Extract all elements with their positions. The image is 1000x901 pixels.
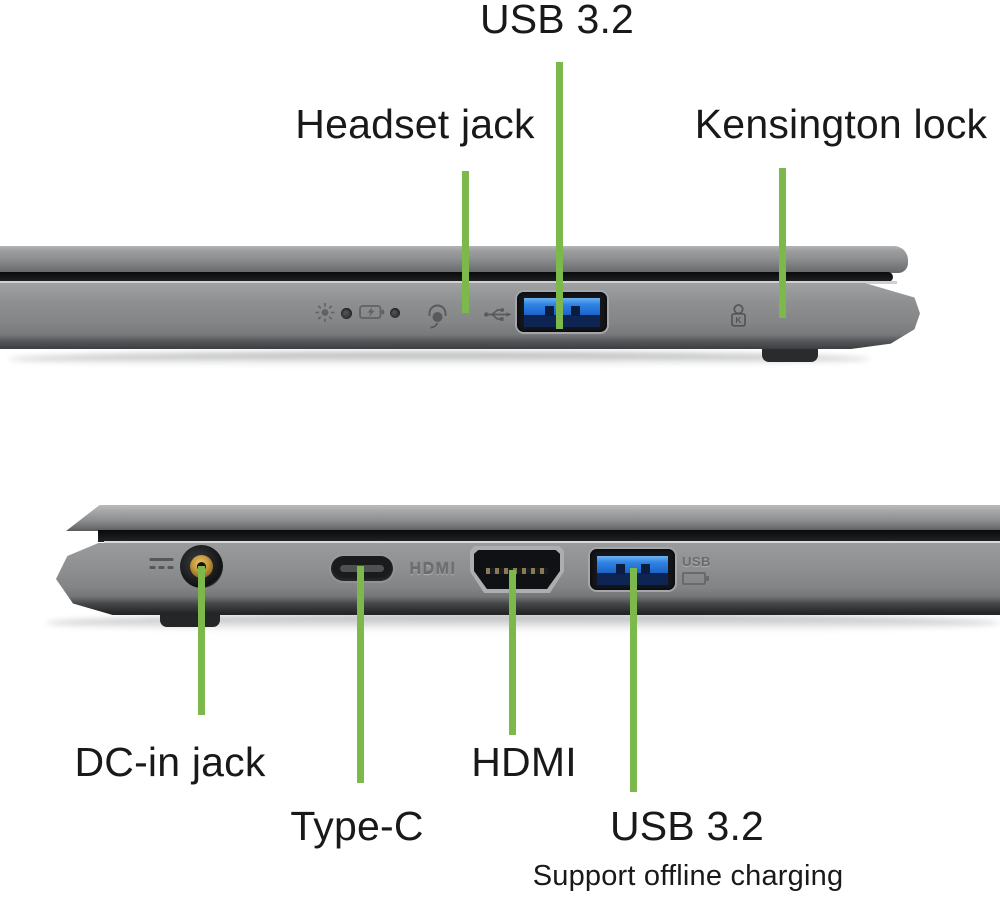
usb-3-2-bottom-label: USB 3.2 — [609, 803, 765, 849]
hdmi-engraved-logo: HDMI — [409, 561, 457, 578]
laptop-top-base-edge — [0, 283, 920, 349]
usb-a-top-notch — [544, 306, 554, 316]
hdmi-port-cavity — [474, 550, 560, 589]
usb-bottom-callout-line — [630, 568, 637, 792]
usb-a-bottom-notch — [616, 563, 625, 574]
hdmi-callout-line — [509, 570, 516, 735]
laptop-top-lid-edge — [0, 246, 908, 273]
dc-in-icon — [149, 558, 174, 569]
svg-text:K: K — [735, 315, 742, 325]
headset-jack-label: Headset jack — [295, 101, 535, 147]
power-indicator-icon — [315, 303, 335, 322]
laptop-bottom-lid-edge — [66, 505, 1000, 531]
hdmi-port — [470, 546, 564, 593]
type-c-callout-line — [357, 566, 364, 783]
offline-charging-battery-icon — [682, 572, 709, 585]
usb-top-callout-line — [556, 62, 563, 329]
battery-led — [390, 308, 400, 318]
laptop-top-hinge-gap — [0, 272, 893, 282]
kensington-lock-label: Kensington lock — [694, 101, 988, 147]
type-c-label: Type-C — [290, 803, 424, 849]
power-led — [341, 308, 352, 319]
laptop-bottom-deck-highlight — [104, 541, 1000, 544]
kensington-lock-icon: K — [731, 304, 746, 327]
headset-callout-line — [462, 171, 469, 313]
hdmi-port-pins — [486, 567, 548, 574]
battery-indicator-icon — [359, 305, 385, 319]
dc-in-jack-label: DC-in jack — [74, 739, 266, 785]
usb-3-2-top-label: USB 3.2 — [479, 0, 635, 42]
kensington-callout-line — [779, 168, 786, 318]
usb-offline-charging-logo: USB — [682, 555, 726, 591]
usb-a-bottom-blue-tongue — [596, 555, 669, 573]
dc-callout-line — [198, 566, 205, 715]
headset-icon — [428, 304, 447, 329]
usb-logo-text: USB — [682, 554, 711, 569]
hdmi-label: HDMI — [471, 739, 577, 785]
usb-icon — [484, 308, 512, 321]
usb-a-top-notch — [571, 306, 580, 316]
laptop-top-deck-highlight — [0, 281, 897, 284]
usb-a-bottom-notch — [641, 563, 650, 574]
laptop-top-shadow — [8, 352, 870, 366]
laptop-bottom-shadow — [46, 614, 1000, 632]
offline-charging-note: Support offline charging — [532, 860, 844, 892]
laptop-bottom-hinge-gap — [98, 530, 1000, 542]
